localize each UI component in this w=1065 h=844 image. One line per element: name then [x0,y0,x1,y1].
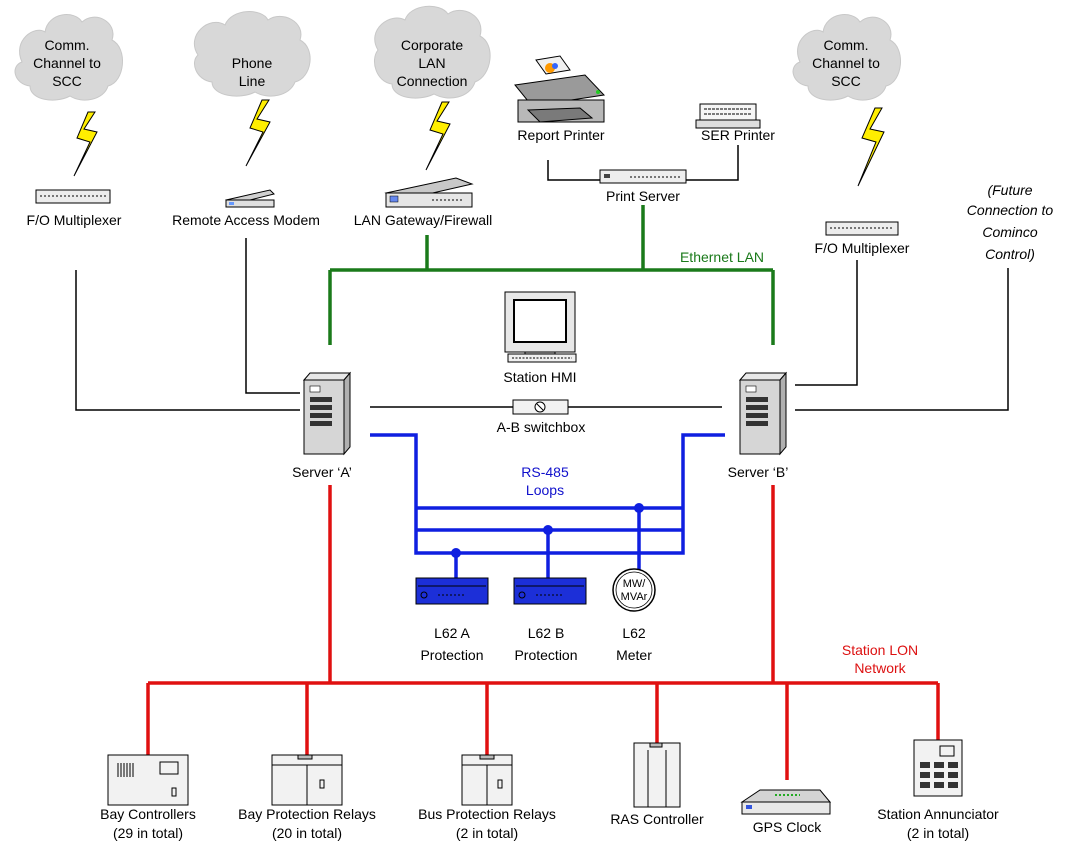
server-b: Server ‘B’ [728,371,789,480]
device-label-line1: Station Annunciator [877,806,999,822]
cloud-label-line1: Phone [232,55,273,71]
cloud-comm-channel-scc-left: Comm. Channel to SCC [14,14,124,101]
ab-switchbox: A-B switchbox [497,399,586,435]
device-label-line2: Protection [514,647,577,663]
device-label: Station HMI [503,369,576,385]
device-label: Remote Access Modem [172,212,320,228]
lightning-icon [245,99,271,167]
rs485-label-line1: RS-485 [521,464,569,480]
cloud-label-line2: Line [239,73,266,89]
cloud-label-line1: Corporate [401,37,463,53]
note-line4: Control) [985,246,1035,262]
ras-controller: RAS Controller [610,742,704,827]
bay-controllers: Bay Controllers (29 in total) [100,754,196,841]
device-label: SER Printer [701,127,775,143]
device-label-line1: L62 A [434,625,470,641]
gps-clock: GPS Clock [740,789,832,835]
fo-multiplexer-left: F/O Multiplexer [27,189,122,228]
cloud-label-line3: SCC [831,73,861,89]
device-label: GPS Clock [753,819,822,835]
server-a: Server ‘A’ [292,371,352,480]
device-label-line1: L62 B [528,625,565,641]
lightning-icon [73,111,98,177]
device-label: LAN Gateway/Firewall [354,212,493,228]
station-lon-lines [146,485,940,780]
meter-face-line2: MVAr [621,591,648,603]
note-line3: Cominco [982,224,1037,240]
l62b-protection-relay: L62 B Protection [513,577,587,663]
lan-gateway-firewall: LAN Gateway/Firewall [354,177,493,228]
device-label: Report Printer [517,127,604,143]
report-printer: Report Printer [514,55,606,143]
remote-access-modem: Remote Access Modem [172,189,320,228]
device-label-line1: Bay Protection Relays [238,806,376,822]
note-line1: (Future [987,182,1032,198]
device-label-line2: (2 in total) [456,825,518,841]
rs485-label-line2: Loops [526,482,564,498]
device-label-line1: Bay Controllers [100,806,196,822]
cloud-phone-line: Phone Line [193,11,311,97]
device-label: F/O Multiplexer [27,212,122,228]
lon-label-line1: Station LON [842,642,918,658]
lightning-icon [857,107,885,187]
cloud-label-line3: Connection [397,73,468,89]
cloud-label-line3: SCC [52,73,82,89]
serial-links [75,145,1009,411]
print-server: Print Server [599,169,687,204]
meter-face-line1: MW/ [623,578,647,590]
device-label: Server ‘B’ [728,464,789,480]
ethernet-lan-lines [328,205,775,345]
device-label-line2: Protection [420,647,483,663]
l62a-protection-relay: L62 A Protection [415,577,489,663]
cloud-label-line2: LAN [418,55,445,71]
bus-protection-relays: Bus Protection Relays (2 in total) [418,754,556,841]
ser-printer: SER Printer [695,103,775,143]
device-label-line1: Bus Protection Relays [418,806,556,822]
device-label: F/O Multiplexer [815,240,910,256]
future-connection-note: (Future Connection to Cominco Control) [967,182,1054,262]
device-label: Print Server [606,188,680,204]
l62-meter: MW/ MVAr L62 Meter [612,568,656,663]
note-line2: Connection to [967,202,1054,218]
station-annunciator: Station Annunciator (2 in total) [877,739,999,841]
cloud-comm-channel-scc-right: Comm. Channel to SCC [792,14,902,101]
station-hmi: Station HMI [503,291,577,385]
device-label-line2: (2 in total) [907,825,969,841]
device-label: RAS Controller [610,811,704,827]
lon-label-line2: Network [854,660,906,676]
device-label-line1: L62 [622,625,646,641]
device-label-line2: (20 in total) [272,825,342,841]
cloud-label-line2: Channel to [33,55,101,71]
cloud-corporate-lan: Corporate LAN Connection [374,5,491,99]
device-label: A-B switchbox [497,419,586,435]
cloud-label-line1: Comm. [823,37,868,53]
rs485-loop-lines [370,433,725,580]
cloud-label-line1: Comm. [44,37,89,53]
device-label: Server ‘A’ [292,464,352,480]
ethernet-lan-label: Ethernet LAN [680,249,764,265]
fo-multiplexer-right: F/O Multiplexer [815,221,910,256]
lightning-icon [425,101,451,171]
bay-protection-relays: Bay Protection Relays (20 in total) [238,754,376,841]
rs485-junctions [451,503,644,558]
device-label-line2: (29 in total) [113,825,183,841]
device-label-line2: Meter [616,647,652,663]
cloud-label-line2: Channel to [812,55,880,71]
